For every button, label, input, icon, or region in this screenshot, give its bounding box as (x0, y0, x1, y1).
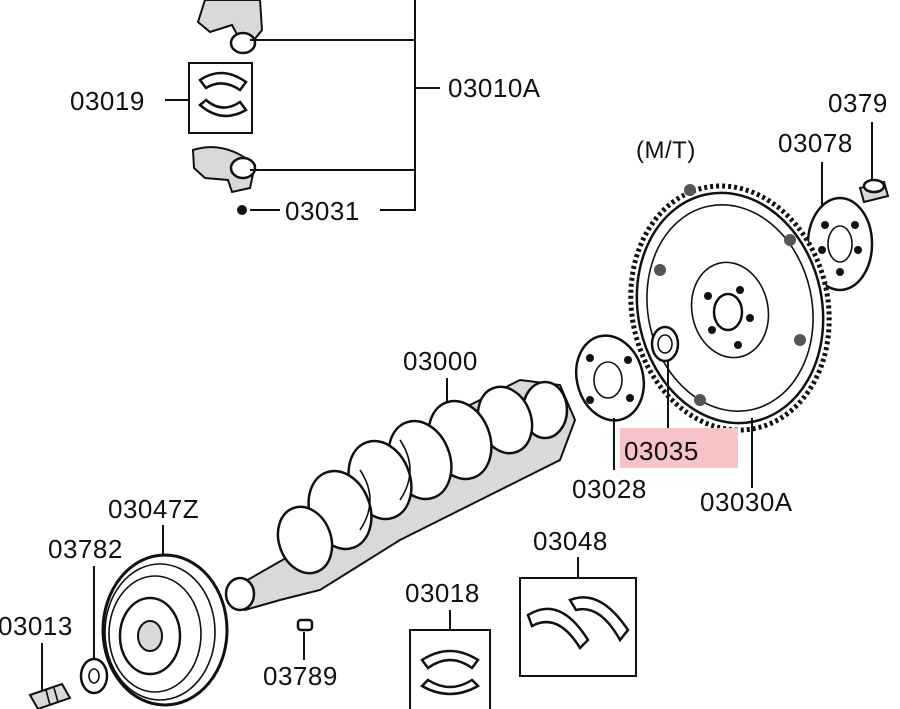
label-03782: 03782 (48, 534, 123, 564)
pilot-bearing-03035 (650, 325, 680, 428)
label-03000: 03000 (403, 346, 478, 376)
washer-03782 (79, 657, 109, 695)
label-03789: 03789 (263, 661, 338, 691)
highlight-03035 (620, 428, 738, 468)
label-03019: 03019 (70, 86, 145, 116)
key-03789 (296, 618, 314, 660)
plate-03028 (574, 334, 646, 470)
bolt-0379 (858, 122, 890, 204)
flywheel-03030a (628, 183, 832, 433)
connecting-rod-upper (196, 0, 264, 55)
connecting-rod-cap (191, 146, 257, 194)
label-03030a: 03030A (700, 487, 793, 517)
bearing-shell-03019 (188, 62, 253, 134)
label-03028: 03028 (572, 474, 647, 504)
plate-03078 (806, 162, 874, 292)
crankshaft-03000 (224, 378, 577, 612)
label-03031: 03031 (285, 196, 360, 226)
label-03047z: 03047Z (108, 494, 199, 524)
label-03078: 03078 (778, 128, 853, 158)
bolt-03013 (28, 682, 72, 709)
pulley-03047z (101, 553, 229, 707)
thrust-washers-03048 (519, 577, 637, 677)
label-mt: (M/T) (636, 137, 696, 164)
label-03010a: 03010A (448, 73, 541, 103)
bearing-03018 (409, 629, 491, 709)
label-03018: 03018 (405, 578, 480, 608)
label-03035: 03035 (624, 436, 699, 466)
nut-03031 (237, 205, 247, 215)
label-03013: 03013 (0, 611, 73, 641)
label-0379: 0379 (828, 88, 888, 118)
label-03048: 03048 (533, 526, 608, 556)
